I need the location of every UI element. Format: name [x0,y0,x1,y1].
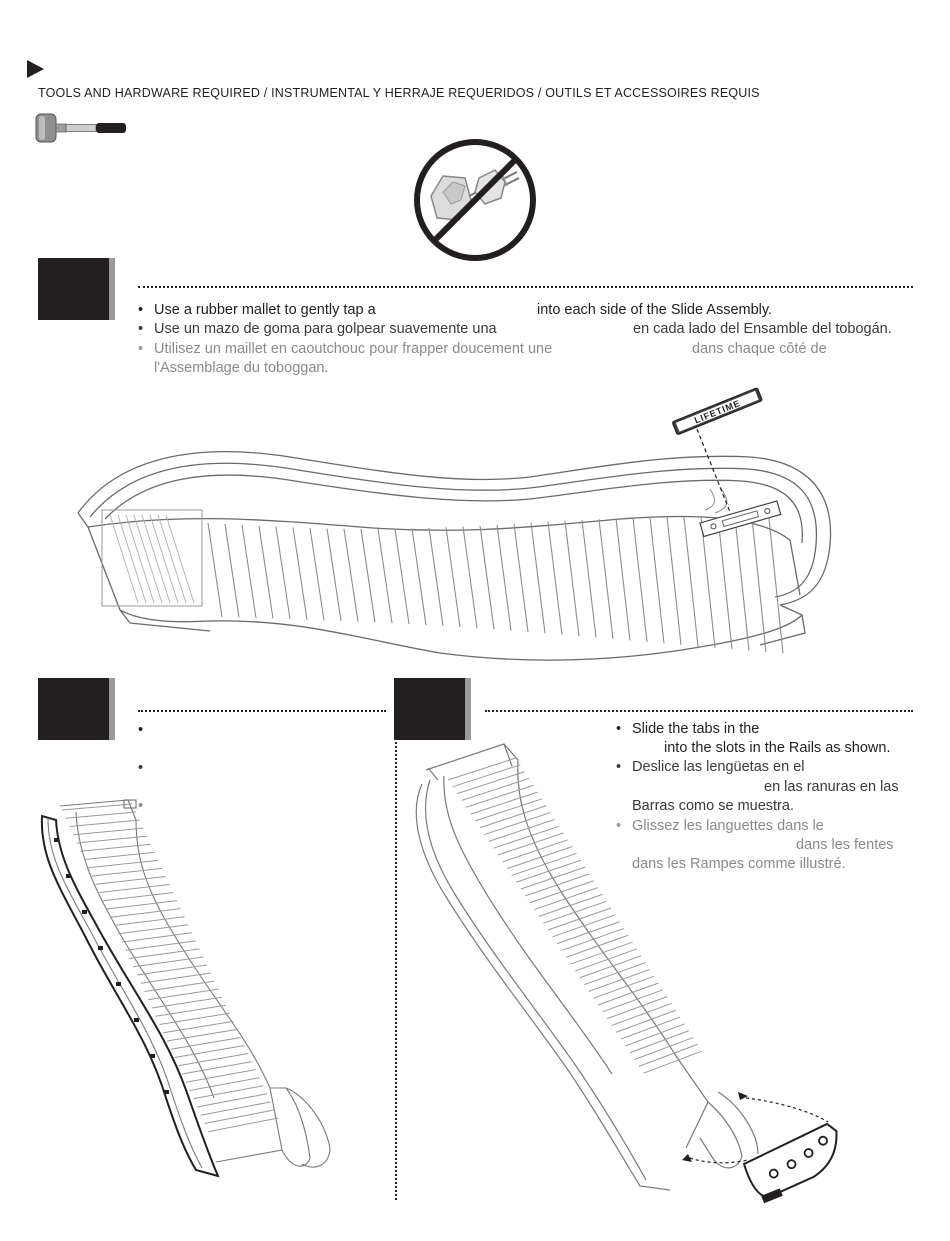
step-3-french-3: dans les Rampes comme illustré. [632,856,846,872]
no-bolt-nut-icon [414,139,536,261]
step-3-number-block [394,678,471,740]
step-1-french-line2: l'Assemblage du toboggan. [154,360,329,376]
step-1-divider [138,286,913,288]
step-2-bullet-2: • [138,760,144,776]
step-2-bullet-1: • [138,722,144,738]
step-3-left-divider [395,742,397,1200]
lifetime-decal: LIFETIME [672,387,763,435]
step-1-spanish: •Use un mazo de goma para golpear suavem… [138,321,497,337]
step-3-spanish-1: •Deslice las lengüetas en el [616,759,805,775]
tools-title: TOOLS AND HARDWARE REQUIRED / INSTRUMENT… [38,86,760,100]
step-3-french-1: •Glissez les languettes dans le [616,818,824,834]
slide-end-bar-illustration [415,743,838,1204]
step-1-french-tail: dans chaque côté de [692,341,827,357]
step-1-english-tail: into each side of the Slide Assembly. [537,302,773,318]
step-1-english: •Use a rubber mallet to gently tap a [138,302,376,318]
step-1-number-block [38,258,115,320]
slide-assembly-side-illustration [77,428,832,661]
slide-rail-illustration [40,799,331,1178]
rubber-mallet-icon [35,113,126,143]
step-3-english-2: into the slots in the Rails as shown. [664,740,891,756]
step-2-divider [138,710,386,712]
step-1-french: •Utilisez un maillet en caoutchouc pour … [138,341,553,357]
step-2-number-block [38,678,115,740]
step-3-spanish-2: en las ranuras en las [764,779,899,795]
step-3-english-1: •Slide the tabs in the [616,721,760,737]
step-3-divider [485,710,913,712]
step-3-spanish-3: Barras como se muestra. [632,798,794,814]
step-1-spanish-tail: en cada lado del Ensamble del tobogán. [633,321,892,337]
step-2-bullet-3: • [138,798,144,814]
step-3-french-2: dans les fentes [796,837,894,853]
play-triangle-icon [27,60,44,78]
